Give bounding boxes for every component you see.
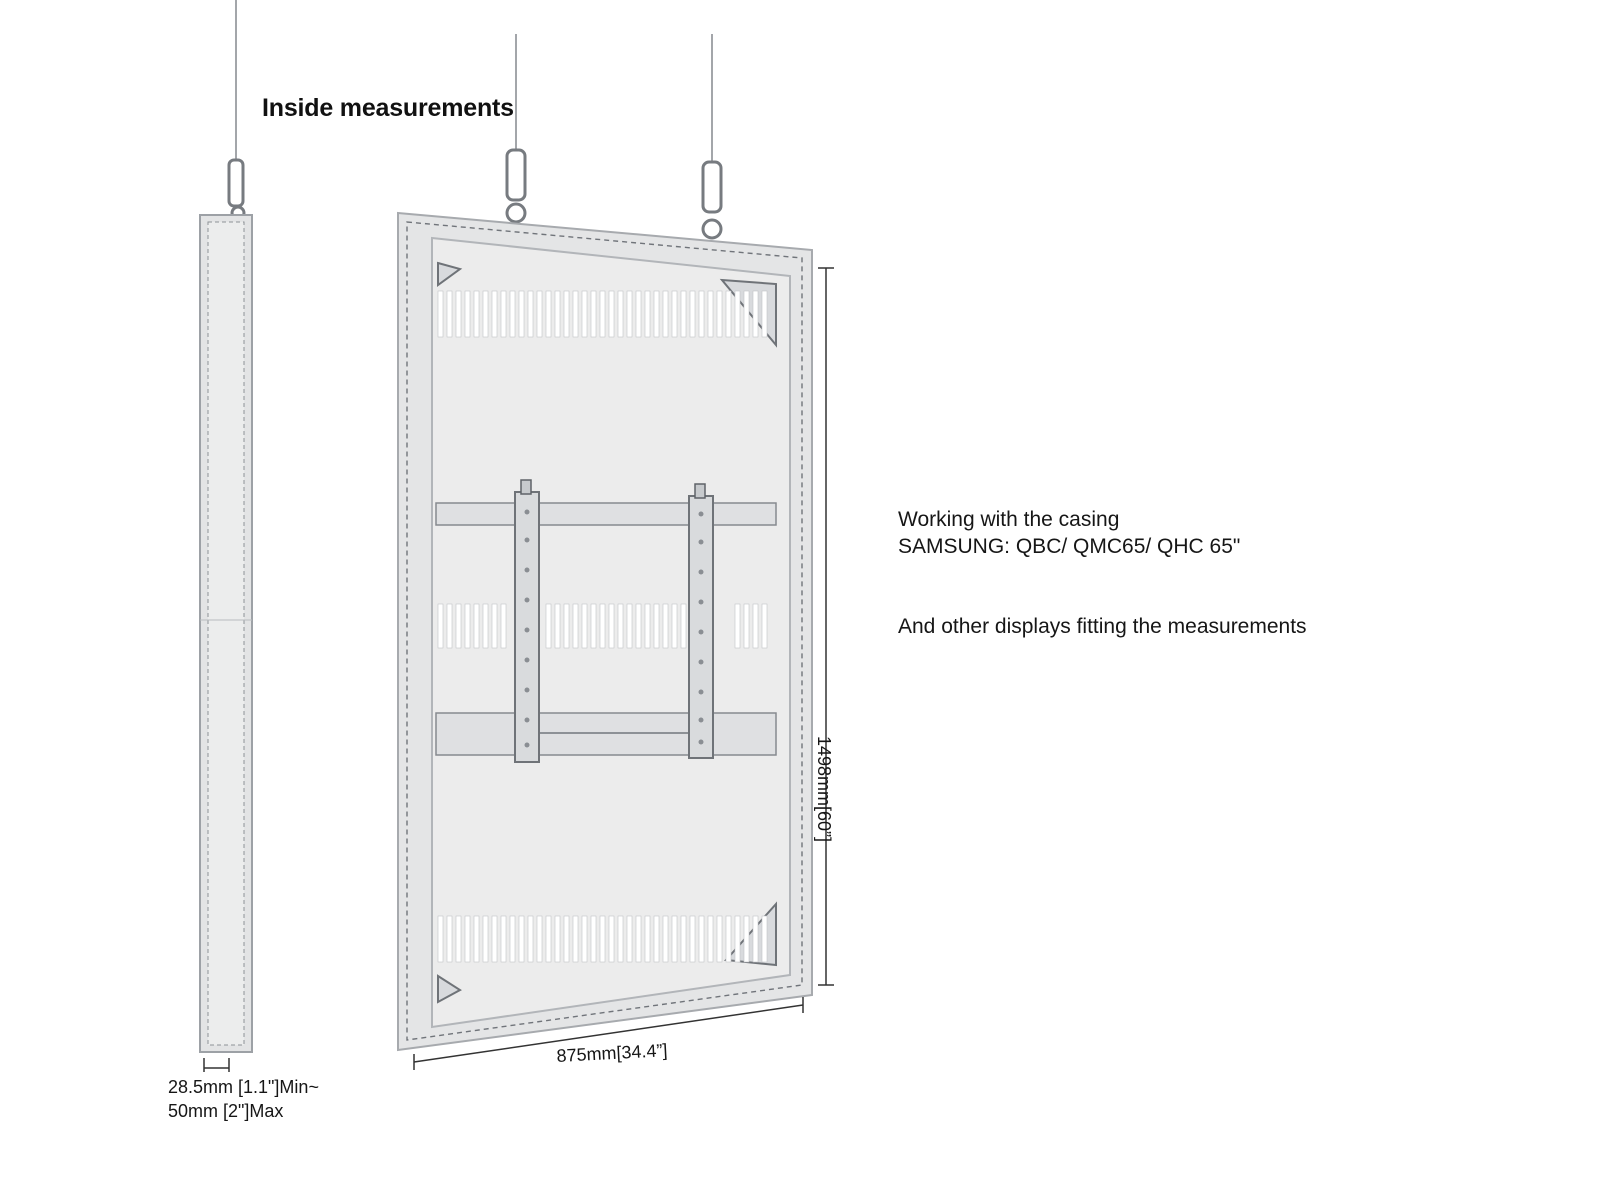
bolt-left (520, 479, 532, 495)
bracket-right (688, 495, 714, 759)
vent-top (437, 290, 768, 338)
vent-middle (437, 603, 768, 649)
hanger-left (505, 148, 527, 202)
side-view (199, 0, 253, 1072)
hook-right (701, 218, 723, 240)
corner-top-left (437, 261, 463, 287)
page-title: Inside measurements (262, 94, 514, 122)
hook-left (505, 202, 527, 224)
depth-min-label: 28.5mm [1.1"]Min~ (168, 1077, 319, 1097)
compatibility-line-1: Working with the casing (898, 508, 1120, 531)
dimension-lines (413, 267, 834, 1070)
hanger-right (701, 160, 723, 214)
width-dim-line (413, 1004, 804, 1063)
bolt-right (694, 483, 706, 499)
frame-dash (406, 221, 803, 1041)
front-casing (397, 34, 813, 1052)
bracket-holes (524, 509, 704, 748)
height-label: 1498mm[60”] (814, 736, 834, 843)
rail-top (435, 502, 777, 526)
depth-max-label: 50mm [2"]Max (168, 1101, 284, 1121)
compatibility-line-2: SAMSUNG: QBC/ QMC65/ QHC 65" (898, 535, 1241, 558)
compatibility-line-3: And other displays fitting the measureme… (898, 615, 1307, 638)
vent-bottom (437, 915, 768, 963)
side-profile-inner (207, 221, 245, 1046)
side-hanger (227, 158, 245, 208)
corner-bottom-left (437, 974, 462, 1004)
